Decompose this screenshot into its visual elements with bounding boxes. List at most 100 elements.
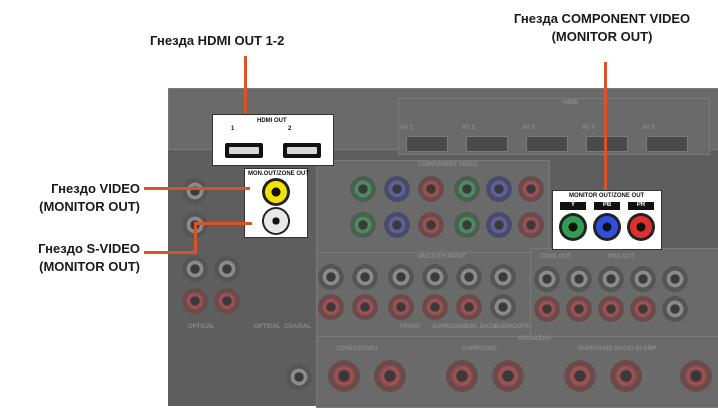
pre-jack — [662, 296, 688, 322]
left-jack — [182, 288, 208, 314]
component-y-jack[interactable] — [559, 213, 587, 241]
zone-out-label: ZONE OUT — [540, 254, 571, 260]
comp-jack — [350, 212, 376, 238]
hdmi-in-av1 — [406, 136, 448, 152]
component-video-callout: Гнезда COMPONENT VIDEO (MONITOR OUT) — [492, 10, 712, 46]
zone-jack — [534, 266, 560, 292]
audio-jack — [352, 294, 378, 320]
hdmi-in-av5 — [646, 136, 688, 152]
audio-jack — [490, 264, 516, 290]
video-leader-line — [144, 187, 250, 190]
hdmi-av5-label: AV 5 — [642, 125, 655, 131]
zone-jack — [534, 296, 560, 322]
comp-jack — [518, 176, 544, 202]
hdmi-out-port-1[interactable] — [225, 143, 263, 158]
svideo-leader-vertical — [194, 222, 197, 254]
video-callout-line1: Гнездо VIDEO — [22, 180, 140, 198]
surround-label: SURROUND — [432, 324, 467, 330]
front-label: FRONT — [400, 324, 421, 330]
left-jack — [214, 256, 240, 282]
svideo-callout: Гнездо S-VIDEO (MONITOR OUT) — [6, 240, 140, 276]
svideo-monitor-out-jack[interactable] — [262, 207, 290, 235]
speaker-terminal — [328, 360, 360, 392]
left-jack — [182, 256, 208, 282]
svideo-leader-horizontal — [144, 251, 196, 254]
video-monitor-out-jack[interactable] — [262, 178, 290, 206]
component-label-pb: PB — [594, 202, 620, 210]
speaker-terminal — [492, 360, 524, 392]
hdmi-out-callout-text: Гнезда HDMI OUT 1-2 — [150, 32, 284, 50]
comp-jack — [454, 212, 480, 238]
component-pb-jack[interactable] — [593, 213, 621, 241]
pre-jack — [598, 296, 624, 322]
component-video-label: COMPONENT VIDEO — [418, 162, 477, 168]
comp-jack — [486, 176, 512, 202]
speakers-label: SPEAKERS — [518, 336, 551, 342]
hdmi-out-title: HDMI OUT — [257, 118, 287, 124]
comp-jack — [384, 212, 410, 238]
speaker-terminal — [374, 360, 406, 392]
hdmi-band-label: HDMI — [563, 100, 578, 106]
mon-out-title: MON.OUT/ZONE OUT — [248, 171, 309, 177]
multi-ch-input-label: MULTI CH INPUT — [418, 254, 466, 260]
component-label-pr: PR — [628, 202, 654, 210]
hdmi-out-callout: Гнезда HDMI OUT 1-2 — [150, 32, 284, 50]
speaker-terminal — [680, 360, 712, 392]
component-pr-jack[interactable] — [627, 213, 655, 241]
hdmi-out-port-2[interactable] — [283, 143, 321, 158]
hdmi-in-av3 — [526, 136, 568, 152]
comp-jack — [518, 212, 544, 238]
audio-jack — [318, 264, 344, 290]
component-callout-line1: Гнезда COMPONENT VIDEO — [492, 10, 712, 28]
subwoofer-label: SUBWOOFER — [494, 324, 534, 330]
pre-jack — [598, 266, 624, 292]
hdmi-in-av4 — [586, 136, 628, 152]
hdmi-av4-label: AV 4 — [582, 125, 595, 131]
hdmi-av3-label: AV 3 — [522, 125, 535, 131]
pre-jack — [662, 266, 688, 292]
audio-jack — [456, 264, 482, 290]
comp-jack — [384, 176, 410, 202]
coaxial-label: COAXIAL — [284, 324, 311, 330]
hdmi-av2-label: AV 2 — [462, 125, 475, 131]
comp-jack — [454, 176, 480, 202]
comp-jack — [418, 212, 444, 238]
component-label-y: Y — [560, 202, 586, 210]
hdmi-out-port2-label: 2 — [288, 126, 291, 132]
comp-jack — [350, 176, 376, 202]
svideo-leader-top — [194, 222, 252, 225]
comp-jack — [486, 212, 512, 238]
speaker-terminal — [446, 360, 478, 392]
component-monitor-out-box: MONITOR OUT/ZONE OUT Y PB PR — [552, 190, 662, 250]
hdmi-av1-label: AV 1 — [400, 125, 413, 131]
svideo-callout-line1: Гнездо S-VIDEO — [6, 240, 140, 258]
pre-jack — [630, 296, 656, 322]
hdmi-leader-line — [244, 56, 247, 114]
audio-jack — [422, 294, 448, 320]
optical-label: OPTICAL — [188, 324, 214, 330]
component-leader-line — [604, 62, 607, 190]
optical-label-2: OPTICAL — [254, 324, 280, 330]
audio-jack — [490, 294, 516, 320]
mon-out-zone-out-box: MON.OUT/ZONE OUT — [244, 168, 308, 238]
pre-jack — [630, 266, 656, 292]
svideo-callout-line2: (MONITOR OUT) — [6, 258, 140, 276]
zone2-zone3-label: ZONE2/ZONE3 — [336, 346, 378, 352]
pre-out-label: PRE OUT — [608, 254, 635, 260]
sur-back-label: SUR. BACK — [464, 324, 497, 330]
video-callout-line2: (MONITOR OUT) — [22, 198, 140, 216]
audio-jack — [422, 264, 448, 290]
audio-jack — [456, 294, 482, 320]
left-jack — [214, 288, 240, 314]
hdmi-in-av2 — [466, 136, 508, 152]
audio-jack — [318, 294, 344, 320]
hdmi-out-box: HDMI OUT 1 2 — [212, 114, 334, 166]
hdmi-out-port1-label: 1 — [231, 126, 234, 132]
zone-jack — [566, 296, 592, 322]
component-callout-line2: (MONITOR OUT) — [492, 28, 712, 46]
coaxial-jack — [286, 364, 312, 390]
component-box-title: MONITOR OUT/ZONE OUT — [569, 193, 644, 199]
video-callout: Гнездо VIDEO (MONITOR OUT) — [22, 180, 140, 216]
audio-jack — [388, 294, 414, 320]
audio-jack — [388, 264, 414, 290]
